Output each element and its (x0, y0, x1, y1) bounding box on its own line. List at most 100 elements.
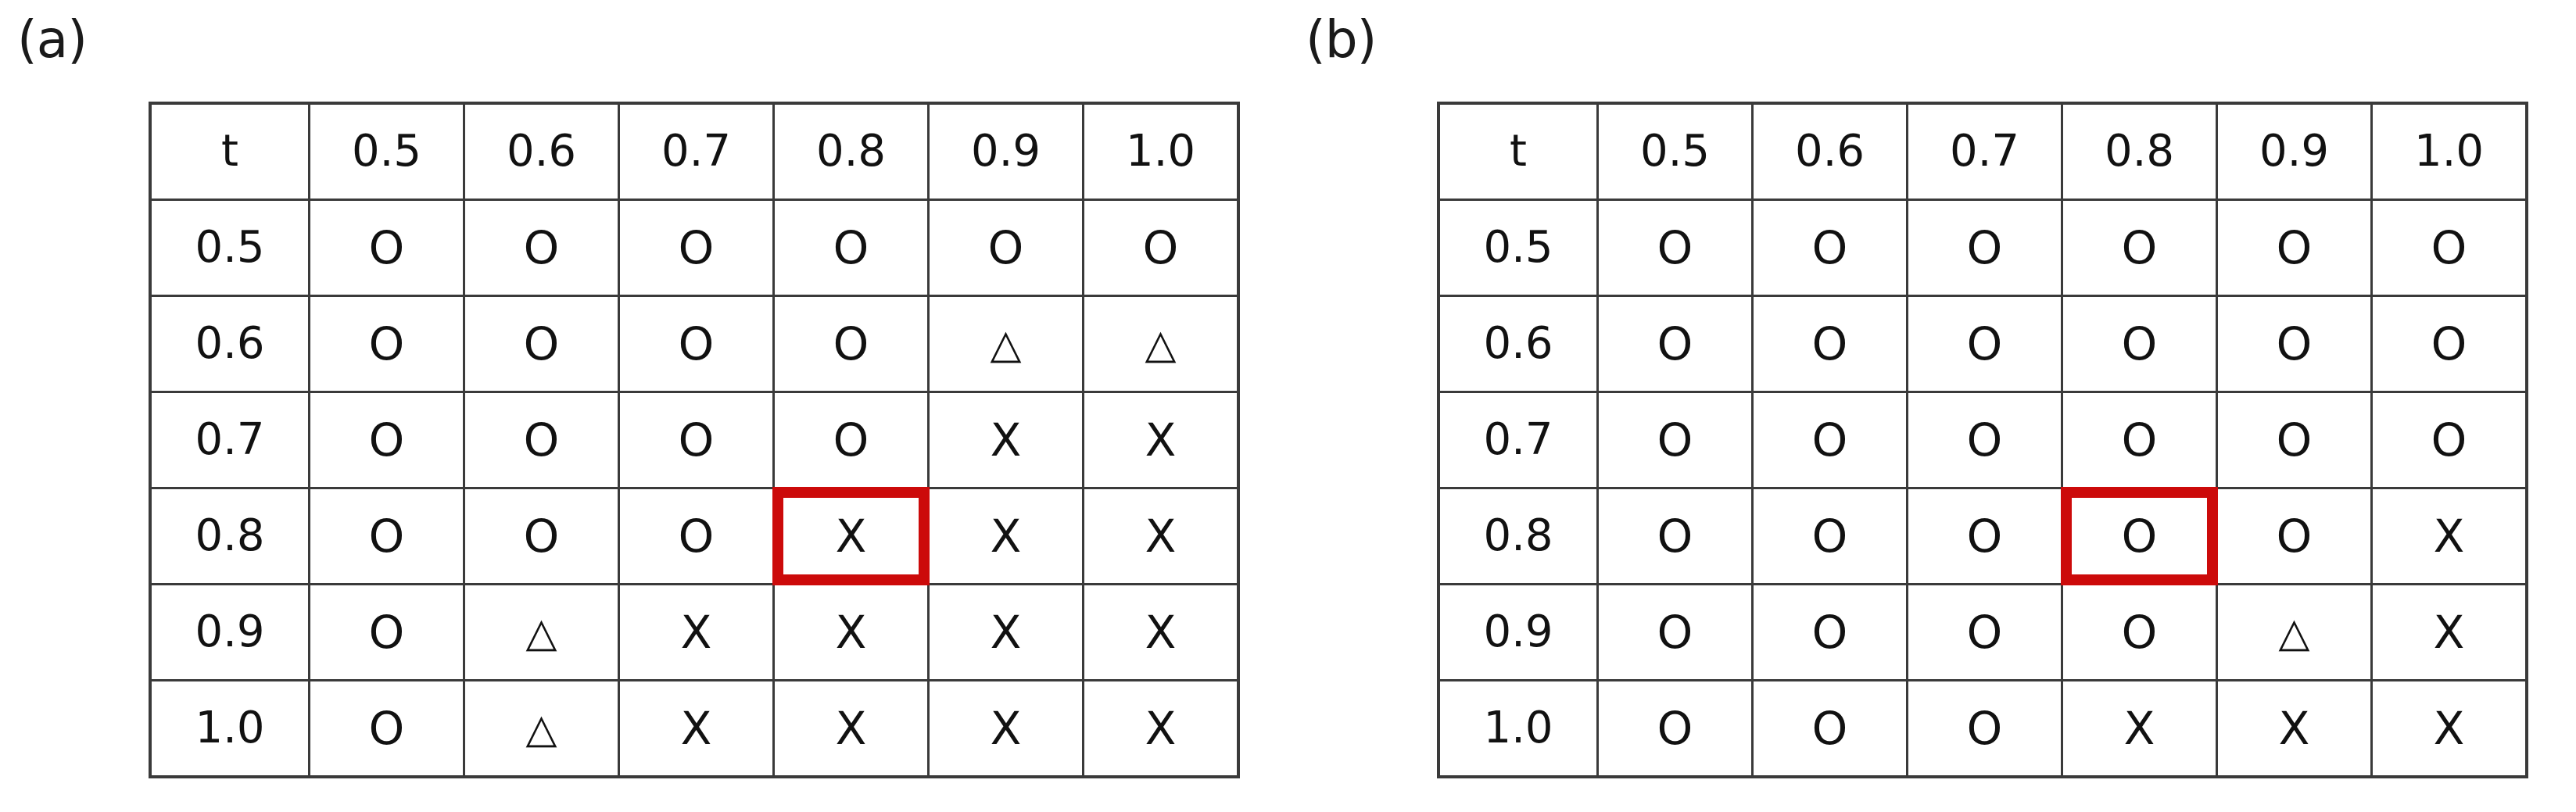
table-a-column-header-0.5: 0.5 (308, 102, 465, 201)
table-b-row-header-0.7: 0.7 (1437, 391, 1599, 489)
circle-mark: O (2121, 509, 2158, 563)
table-b-column-header-0.5: 0.5 (1596, 102, 1754, 201)
table-a-cell-r0.9-c1.0: X (1082, 583, 1240, 681)
table-a-cell-r0.8-c0.5: O (308, 487, 465, 585)
circle-mark: O (2431, 220, 2467, 274)
table-b-cell-r0.7-c0.8: O (2061, 391, 2218, 489)
circle-mark: O (2276, 317, 2313, 370)
circle-mark: O (1966, 701, 2003, 755)
circle-mark: O (1811, 413, 1848, 467)
table-b-cell-r0.6-c0.6: O (1751, 295, 1908, 393)
table-a-row-header-0.7: 0.7 (149, 391, 310, 489)
table-b-cell-r0.7-c0.6: O (1751, 391, 1908, 489)
table-b-cell-r0.9-c0.8: O (2061, 583, 2218, 681)
table-a-cell-r0.8-c1.0: X (1082, 487, 1240, 585)
circle-mark: O (1966, 605, 2003, 659)
table-a-cell-r0.5-c0.9: O (927, 199, 1084, 297)
circle-mark: O (2431, 413, 2467, 467)
table-b-cell-r0.5-c0.7: O (1906, 199, 2063, 297)
table-a-cell-r0.7-c0.8: O (772, 391, 930, 489)
table-a-corner-header: t (149, 102, 310, 201)
cross-mark: X (1145, 413, 1177, 467)
circle-mark: O (2276, 413, 2313, 467)
table-a-cell-r1.0-c1.0: X (1082, 679, 1240, 778)
table-a-cell-r1.0-c0.5: O (308, 679, 465, 778)
table-a-cell-r0.8-c0.8: X (772, 487, 931, 587)
table-b-cell-r0.8-c1.0: X (2370, 487, 2528, 585)
table-b-column-header-0.7: 0.7 (1906, 102, 2063, 201)
table-b-row-header-1.0: 1.0 (1437, 679, 1599, 778)
circle-mark: O (678, 220, 715, 274)
circle-mark: O (1657, 605, 1693, 659)
table-a-column-header-0.9: 0.9 (927, 102, 1084, 201)
table-b-cell-r0.6-c0.8: O (2061, 295, 2218, 393)
circle-mark: O (1657, 317, 1693, 370)
circle-mark: O (368, 317, 405, 370)
circle-mark: O (1811, 605, 1848, 659)
circle-mark: O (1811, 317, 1848, 370)
table-a-cell-r0.6-c1.0: △ (1082, 295, 1240, 393)
table-a-cell-r0.9-c0.9: X (927, 583, 1084, 681)
table-a-cell-r0.6-c0.6: O (463, 295, 620, 393)
circle-mark: O (1811, 220, 1848, 274)
table-b-cell-r0.7-c0.5: O (1596, 391, 1754, 489)
table-a-cell-r0.6-c0.5: O (308, 295, 465, 393)
circle-mark: O (368, 220, 405, 274)
table-a-column-header-0.7: 0.7 (618, 102, 775, 201)
circle-mark: O (368, 701, 405, 755)
table-a-cell-r1.0-c0.7: X (618, 679, 775, 778)
table-a-cell-r0.6-c0.7: O (618, 295, 775, 393)
circle-mark: O (1966, 509, 2003, 563)
table-a-cell-r0.7-c1.0: X (1082, 391, 1240, 489)
cross-mark: X (1145, 509, 1177, 563)
table-a-row-header-1.0: 1.0 (149, 679, 310, 778)
table-b-cell-r1.0-c0.9: X (2216, 679, 2373, 778)
triangle-mark: △ (2278, 610, 2310, 656)
table-b-cell-r0.9-c0.6: O (1751, 583, 1908, 681)
table-b-cell-r1.0-c0.8: X (2061, 679, 2218, 778)
table-b-column-header-1.0: 1.0 (2370, 102, 2528, 201)
table-b-cell-r0.9-c1.0: X (2370, 583, 2528, 681)
circle-mark: O (1657, 701, 1693, 755)
cross-mark: X (680, 605, 712, 659)
circle-mark: O (523, 509, 560, 563)
table-b-cell-r0.6-c1.0: O (2370, 295, 2528, 393)
table-a-row-header-0.8: 0.8 (149, 487, 310, 585)
circle-mark: O (523, 220, 560, 274)
cross-mark: X (990, 605, 1022, 659)
table-a-cell-r0.8-c0.6: O (463, 487, 620, 585)
table-b-cell-r0.8-c0.9: O (2216, 487, 2373, 585)
table-b-cell-r0.9-c0.7: O (1906, 583, 2063, 681)
circle-mark: O (678, 509, 715, 563)
circle-mark: O (1811, 701, 1848, 755)
table-a-cell-r0.9-c0.6: △ (463, 583, 620, 681)
cross-mark: X (835, 509, 867, 563)
panel-a-label: (a) (17, 9, 88, 70)
table-a-cell-r0.7-c0.6: O (463, 391, 620, 489)
circle-mark: O (2276, 509, 2313, 563)
table-b-cell-r0.7-c0.9: O (2216, 391, 2373, 489)
circle-mark: O (368, 509, 405, 563)
cross-mark: X (835, 701, 867, 755)
circle-mark: O (2121, 605, 2158, 659)
table-b-cell-r0.6-c0.7: O (1906, 295, 2063, 393)
table-a-cell-r0.9-c0.7: X (618, 583, 775, 681)
circle-mark: O (678, 317, 715, 370)
table-a-cell-r1.0-c0.8: X (772, 679, 930, 778)
table-b-cell-r0.9-c0.5: O (1596, 583, 1754, 681)
table-a-cell-r0.9-c0.8: X (772, 583, 930, 681)
table-b-cell-r0.6-c0.5: O (1596, 295, 1754, 393)
table-a-cell-r0.5-c0.6: O (463, 199, 620, 297)
table-b-cell-r0.9-c0.9: △ (2216, 583, 2373, 681)
table-a-cell-r0.5-c0.8: O (772, 199, 930, 297)
